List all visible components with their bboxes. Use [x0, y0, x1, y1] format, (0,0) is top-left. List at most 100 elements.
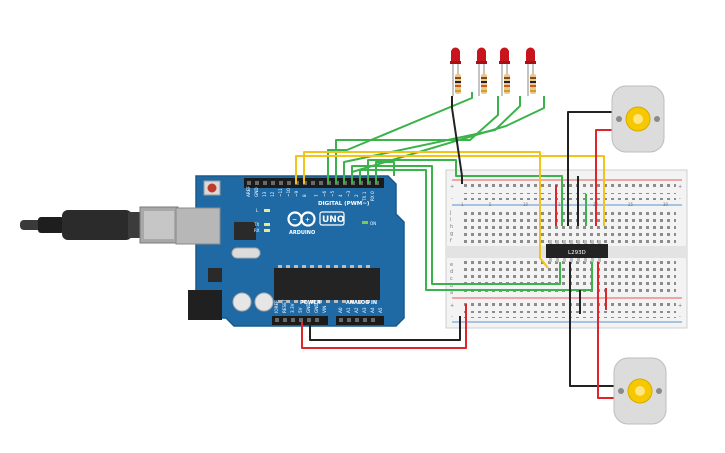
row-letter: j: [449, 210, 451, 216]
resistor[interactable]: [504, 74, 510, 94]
analog-pin-label: A4: [370, 307, 375, 313]
arduino-logo: − + ARDUINO UNO: [287, 211, 345, 236]
column-number: 30: [663, 202, 669, 207]
svg-text:+: +: [305, 217, 310, 224]
rail-plus-label: +: [678, 303, 682, 309]
digital-pin-label: TX 1: [362, 191, 367, 202]
column-number: 10: [523, 202, 529, 207]
crystal-oscillator: [231, 247, 261, 259]
l-led-label: L: [256, 208, 259, 213]
digital-header-label: DIGITAL (PWM~): [318, 201, 370, 207]
brand-text: ARDUINO: [289, 230, 315, 236]
black-wire[interactable]: [451, 96, 463, 184]
digital-pin-label: RX 0: [370, 191, 375, 201]
resistor[interactable]: [455, 74, 461, 94]
led-array: [450, 47, 536, 96]
green-wire[interactable]: [327, 92, 473, 184]
analog-pin-label: A2: [354, 307, 359, 313]
red-led[interactable]: [476, 47, 487, 65]
tx-led-label: TX: [253, 222, 259, 227]
capacitor: [232, 292, 252, 312]
power-pin-label: 5V: [298, 307, 303, 313]
row-letter: a: [450, 290, 453, 296]
green-wire[interactable]: [375, 161, 395, 184]
analog-pin-label: A3: [362, 307, 367, 313]
row-letter: f: [450, 238, 452, 244]
power-pin-label: GND: [306, 303, 311, 313]
yellow-wire[interactable]: [303, 151, 549, 269]
power-pin-label: VIN: [322, 306, 327, 313]
black-wire[interactable]: [567, 111, 612, 226]
rail-minus-label: -: [451, 196, 453, 202]
analog-header[interactable]: [336, 316, 384, 325]
row-letter: c: [450, 276, 453, 282]
red-wire[interactable]: [597, 262, 614, 399]
resistor[interactable]: [481, 74, 487, 94]
analog-pin-label: A5: [378, 307, 383, 313]
column-number: 5: [489, 202, 492, 207]
digital-pin-label: ~9: [294, 190, 299, 197]
power-pin-label: 3.3V: [290, 303, 295, 313]
green-wire[interactable]: [359, 169, 593, 291]
rail-minus-label: -: [451, 314, 453, 320]
red-wire[interactable]: [301, 304, 467, 349]
usb-chip: [234, 222, 256, 240]
digital-pin-label: ~11: [278, 188, 283, 197]
red-wire[interactable]: [595, 129, 612, 226]
red-led[interactable]: [525, 47, 536, 65]
digital-pin-label: ~10: [286, 188, 291, 197]
usb-port: [175, 207, 221, 245]
red-led[interactable]: [499, 47, 510, 65]
black-wire[interactable]: [309, 316, 461, 341]
atmega-chip: [274, 268, 380, 300]
power-pin-label: GND: [314, 303, 319, 313]
digital-pin-label: 4: [338, 194, 343, 197]
digital-pin-label: 12: [270, 191, 275, 197]
row-letter: b: [450, 283, 453, 289]
row-letter: g: [450, 231, 453, 237]
yellow-wire[interactable]: [295, 155, 605, 226]
rail-plus-label: +: [450, 184, 454, 190]
row-letter: h: [450, 224, 453, 230]
green-wire[interactable]: [351, 165, 561, 285]
rail-minus-label: -: [679, 196, 681, 202]
on-led-label: ON: [370, 221, 376, 226]
column-number: 25: [628, 202, 634, 207]
dc-motor-bottom[interactable]: [613, 357, 667, 425]
reset-button[interactable]: [207, 183, 217, 193]
dc-power-jack: [188, 290, 222, 320]
digital-pin-label: ~6: [322, 190, 327, 197]
chip-label: L293D: [568, 250, 586, 256]
digital-pin-label: 8: [302, 194, 307, 197]
red-led[interactable]: [450, 47, 461, 65]
rail-minus-label: -: [679, 314, 681, 320]
model-text: UNO: [322, 215, 345, 225]
power-pin-label: RESET: [282, 299, 287, 313]
digital-pin-label: 7: [314, 194, 319, 197]
arduino-uno-board[interactable]: AREF GND 13 12 ~11 ~10 ~9 8 7 ~6 ~5 4 ~3…: [175, 175, 405, 327]
digital-pin-label: ~3: [346, 190, 351, 197]
gnd-label: GND: [254, 187, 259, 197]
black-wire[interactable]: [569, 262, 614, 387]
column-number: 1: [461, 202, 464, 207]
capacitor: [254, 292, 274, 312]
analog-pin-label: A1: [346, 307, 351, 313]
rail-plus-label: +: [450, 303, 454, 309]
dc-motor-top[interactable]: [611, 85, 665, 153]
analog-pin-label: A0: [338, 307, 343, 313]
row-letter: i: [450, 217, 451, 223]
row-letter: d: [450, 269, 453, 275]
rail-plus-label: +: [678, 184, 682, 190]
svg-text:−: −: [292, 217, 297, 224]
l293d-chip[interactable]: L293D: [546, 240, 608, 262]
usb-cable[interactable]: [20, 206, 179, 244]
rx-led-label: RX: [254, 228, 260, 233]
digital-pin-label: 13: [262, 191, 267, 197]
green-wire[interactable]: [367, 159, 563, 226]
resistor[interactable]: [530, 74, 536, 94]
analog-header-label: ANALOG IN: [346, 300, 377, 306]
voltage-regulator: [208, 268, 222, 282]
power-header-label: POWER: [300, 300, 321, 306]
green-wire[interactable]: [335, 96, 499, 184]
